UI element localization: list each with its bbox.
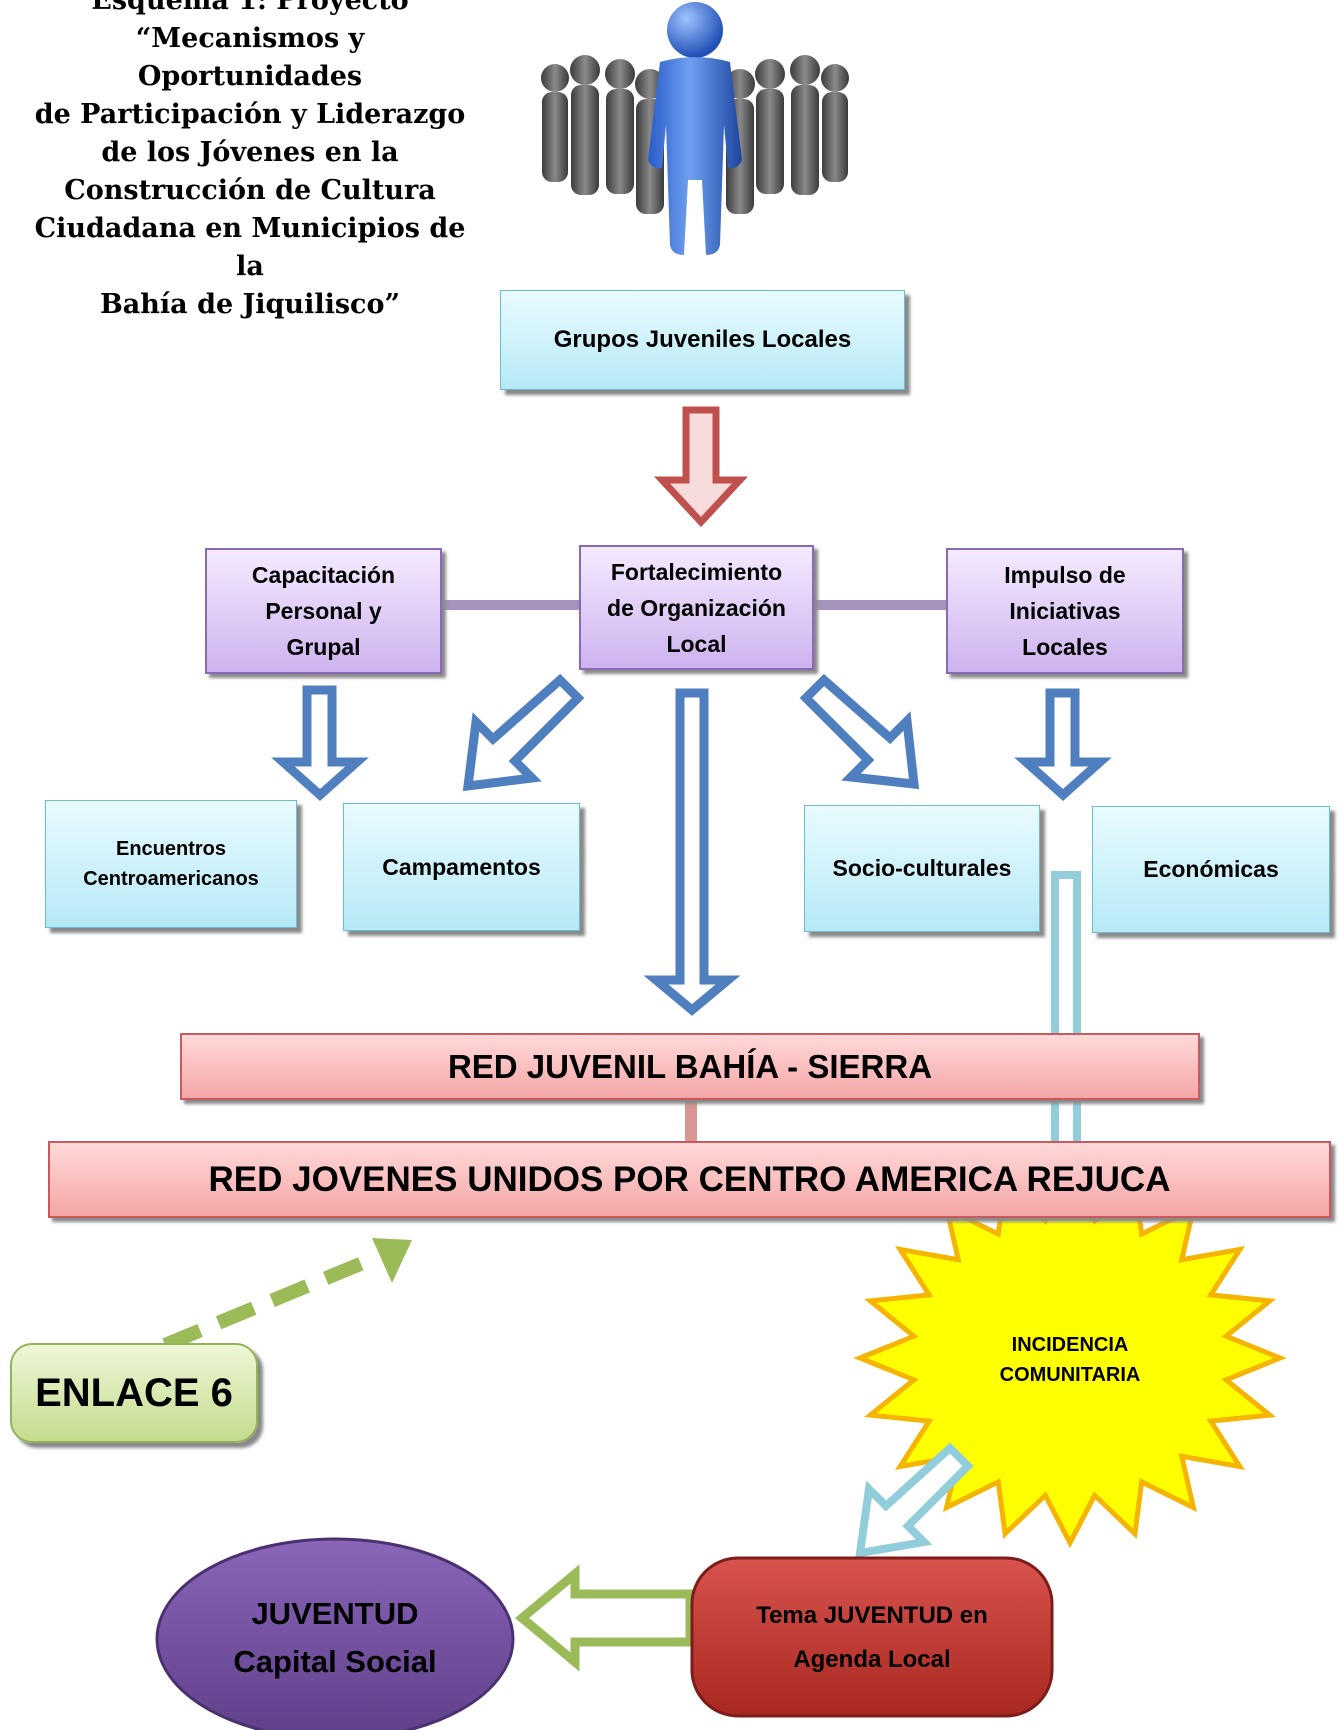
tema-rounded-rect — [690, 1556, 1054, 1718]
juventud-ellipse — [155, 1537, 515, 1730]
arrow-impulso-economicas — [1014, 688, 1112, 802]
red-down-arrow — [653, 406, 749, 528]
node-red-rejuca: RED JOVENES UNIDOS POR CENTRO AMERICA RE… — [48, 1141, 1331, 1218]
arrow-enlace-rejuca — [162, 1238, 412, 1352]
node-socio-culturales: Socio-culturales — [804, 805, 1040, 932]
people-group-icon — [541, 2, 849, 255]
node-impulso: Impulso de Iniciativas Locales — [946, 548, 1184, 674]
connector-red-bahia-rejuca — [685, 1100, 697, 1142]
node-red-bahia-sierra: RED JUVENIL BAHÍA - SIERRA — [180, 1033, 1200, 1100]
node-grupos-juveniles: Grupos Juveniles Locales — [500, 290, 905, 390]
arrow-incidencia-tema — [855, 1442, 974, 1558]
diagram-title: Esquema 1: Proyecto “Mecanismos y Oportu… — [34, 0, 466, 320]
arrow-fortalecimiento-socio — [799, 673, 920, 790]
arrow-capacitacion-encuentros — [271, 685, 369, 802]
node-tema-juventud: Tema JUVENTUD en Agenda Local — [756, 1601, 988, 1673]
arrow-fortalecimiento-campamentos — [462, 673, 585, 792]
node-encuentros: Encuentros Centroamericanos — [45, 800, 297, 928]
arrow-fortalecimiento-red-bahia — [643, 688, 741, 1016]
arrow-tema-juventud — [514, 1564, 695, 1672]
node-enlace-6: ENLACE 6 — [10, 1343, 258, 1443]
node-incidencia-comunitaria: INCIDENCIA COMUNITARIA — [999, 1334, 1141, 1386]
node-fortalecimiento: Fortalecimiento de Organización Local — [579, 545, 814, 670]
incidencia-star-shape — [853, 1167, 1287, 1549]
node-economicas: Económicas — [1092, 806, 1330, 933]
node-campamentos: Campamentos — [343, 803, 580, 931]
node-capacitacion: Capacitación Personal y Grupal — [205, 548, 442, 674]
node-juventud-capital-social: JUVENTUD Capital Social — [233, 1595, 437, 1679]
